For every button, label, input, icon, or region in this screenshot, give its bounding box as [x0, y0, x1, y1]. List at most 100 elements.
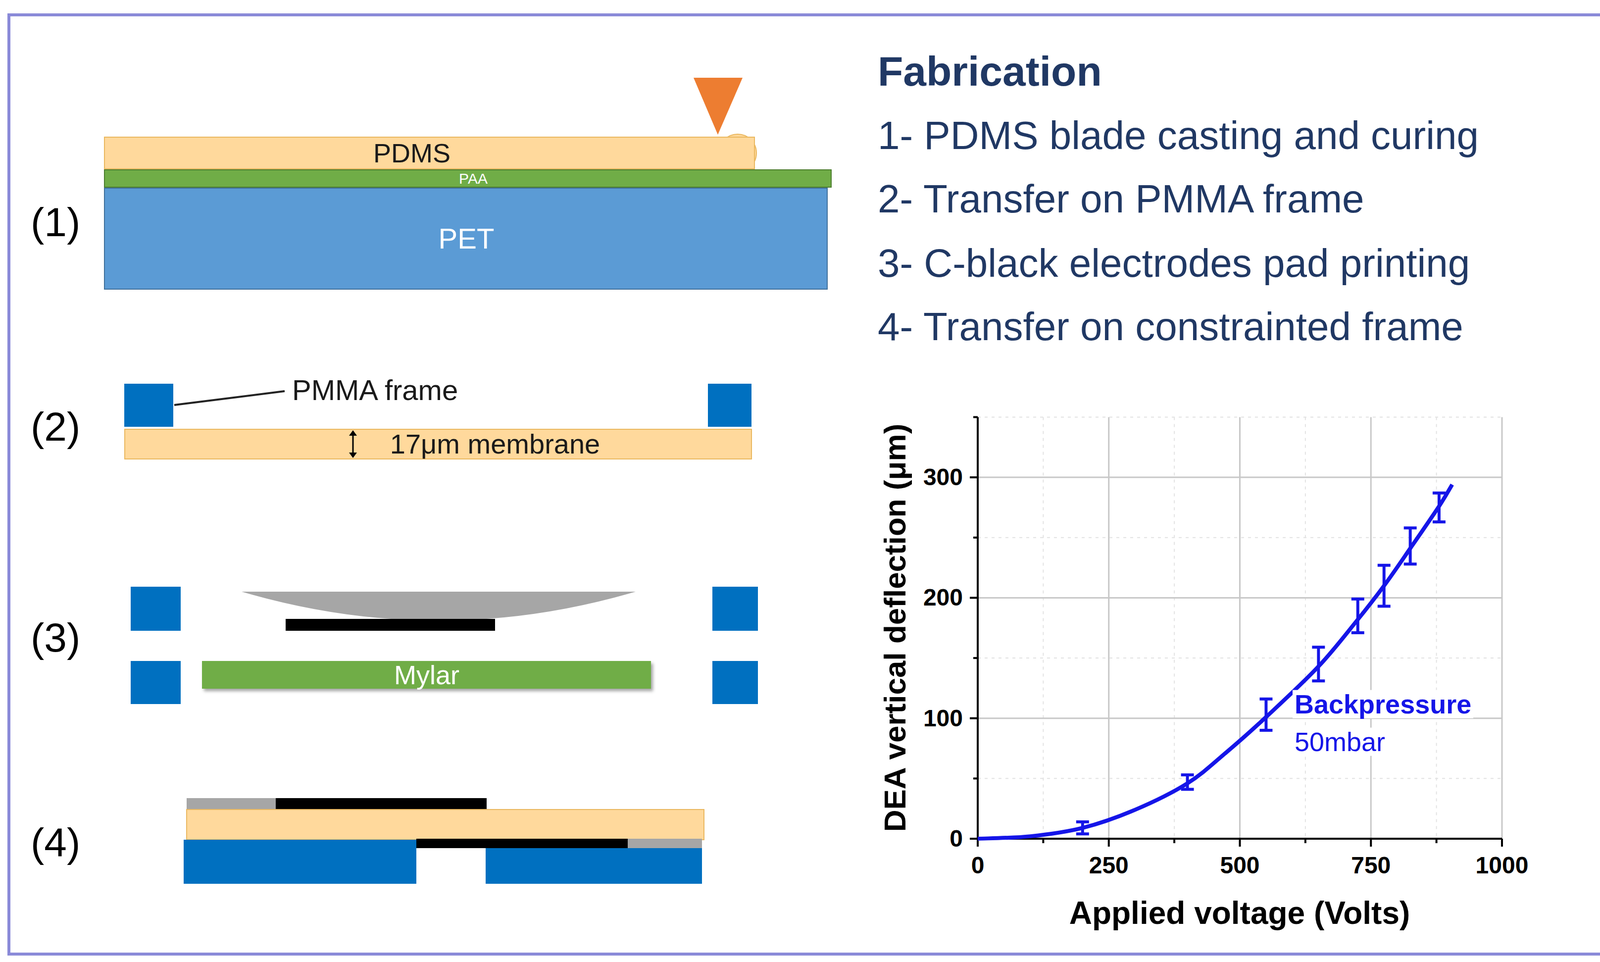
error-cap — [1181, 787, 1195, 791]
axis-tick — [969, 476, 978, 479]
tick-label: 100 — [923, 705, 963, 731]
carbon-electrode — [275, 798, 487, 810]
error-bar — [1081, 821, 1085, 834]
grid-line — [1436, 416, 1438, 839]
layer-label: PET — [438, 223, 495, 254]
page-frame — [8, 14, 1600, 954]
step-text: 2- Transfer on PMMA frame — [877, 178, 1365, 220]
axis-tick — [969, 717, 978, 720]
error-cap — [1311, 645, 1325, 649]
step-text: 3- C-black electrodes pad printing — [877, 242, 1470, 285]
annotation: 50mbar — [1292, 727, 1388, 756]
step-text: 4- Transfer on constrainted frame — [877, 305, 1464, 348]
membrane — [186, 809, 704, 840]
pet-substrate: PET — [103, 187, 828, 290]
arrow-head — [349, 452, 357, 458]
tick-label: 500 — [1219, 852, 1260, 878]
error-cap — [1259, 697, 1273, 701]
error-cap — [1432, 491, 1446, 495]
error-bar — [1356, 599, 1360, 633]
grid-line — [1239, 416, 1241, 839]
grid-line — [977, 657, 1502, 659]
step-text: 1- PDMS blade casting and curing — [877, 114, 1479, 157]
axis-tick — [1107, 838, 1110, 847]
pmma-frame — [712, 660, 758, 704]
paa-layer: PAA — [103, 169, 832, 188]
error-cap — [1377, 563, 1391, 567]
grid-line — [1304, 416, 1306, 839]
grid-line — [1370, 416, 1372, 839]
membrane: 17μm membrane — [124, 428, 752, 460]
axis-tick — [1500, 838, 1503, 847]
error-cap — [1351, 597, 1365, 601]
tick-label: 0 — [971, 852, 985, 878]
fit-curve — [977, 484, 1452, 839]
error-cap — [1181, 773, 1195, 777]
error-cap — [1432, 520, 1446, 524]
electrode-contact — [186, 798, 276, 810]
error-cap — [1377, 604, 1391, 608]
grid-line — [1042, 416, 1044, 839]
layer-label: Mylar — [394, 660, 460, 690]
error-bar — [1408, 527, 1412, 564]
layer-label: PDMS — [373, 139, 451, 168]
step-number: (4) — [30, 821, 81, 864]
pmma-frame — [712, 586, 758, 631]
grid-line — [1173, 416, 1175, 839]
tick-label: 1000 — [1475, 852, 1529, 878]
part-label: PMMA frame — [292, 375, 458, 406]
tick-label: 750 — [1350, 852, 1391, 878]
grid-line — [977, 476, 1502, 479]
carbon-electrode — [285, 618, 496, 631]
error-cap — [1351, 631, 1365, 635]
axis-tick — [973, 777, 978, 780]
error-cap — [1403, 562, 1417, 566]
axis-tick — [973, 536, 978, 539]
tick-label: 300 — [923, 464, 963, 490]
pmma-frame — [130, 660, 181, 704]
y-axis — [976, 416, 979, 840]
axis-tick — [1435, 838, 1438, 844]
axis-title: DEA vertical deflection (μm) — [878, 423, 911, 833]
thickness-arrow — [343, 428, 363, 460]
step-number: (2) — [30, 405, 81, 449]
arrow-head — [349, 430, 357, 436]
leader-line — [174, 391, 285, 405]
print-pad — [241, 591, 636, 621]
axis-tick — [973, 415, 978, 418]
constrained-frame — [183, 839, 417, 884]
tick-label: 250 — [1089, 852, 1129, 878]
grid-line — [1107, 416, 1110, 839]
step-number: (1) — [30, 200, 81, 244]
axis-tick — [973, 656, 978, 659]
error-bar — [1382, 565, 1386, 607]
layer-label: 17μm membrane — [390, 429, 600, 459]
pmma-frame — [130, 586, 181, 631]
casting-blade — [693, 77, 743, 135]
mylar-sheet: Mylar — [201, 660, 651, 689]
error-bar — [1186, 774, 1190, 790]
axis-tick — [969, 596, 978, 599]
axis-tick — [1173, 838, 1176, 844]
error-cap — [1311, 679, 1325, 683]
arrow-shaft — [352, 432, 354, 456]
step-number: (3) — [30, 616, 81, 659]
grid-line — [1501, 416, 1503, 839]
tick-label: 0 — [949, 826, 963, 851]
pdms-layer: PDMS — [103, 136, 755, 170]
error-cap — [1076, 832, 1090, 836]
grid-line — [977, 777, 1502, 779]
axis-tick — [1239, 838, 1242, 847]
annotation: Backpressure — [1292, 690, 1474, 719]
layer-label: PAA — [458, 170, 488, 187]
grid-line — [977, 537, 1502, 539]
axis-tick — [969, 837, 978, 840]
axis-tick — [1042, 838, 1045, 844]
tick-label: 200 — [923, 585, 963, 610]
axis-title: Applied voltage (Volts) — [1069, 896, 1411, 930]
pmma-frame — [124, 383, 174, 427]
grid-line — [977, 416, 1502, 418]
carbon-electrode — [416, 838, 628, 849]
axis-tick — [1304, 838, 1307, 844]
